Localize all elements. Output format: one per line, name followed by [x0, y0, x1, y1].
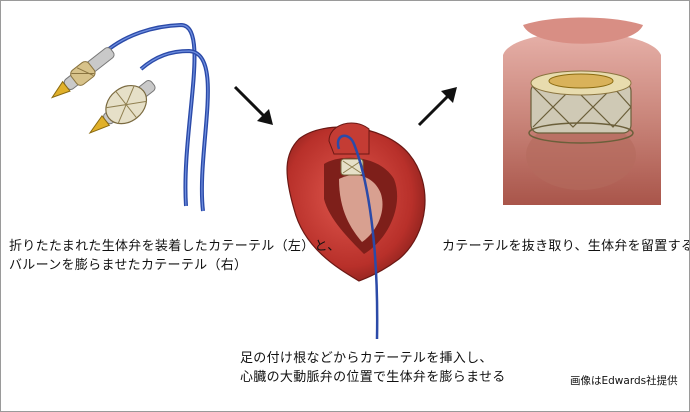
image-credit: 画像はEdwards社提供: [570, 375, 678, 387]
heart-cross-section: [286, 122, 426, 339]
caption-catheters-line1: 折りたたまれた生体弁を装着したカテーテル（左）と、: [9, 239, 341, 254]
arrow-up-right: [417, 87, 457, 127]
arrow-down-right: [233, 85, 273, 125]
caption-catheters-line2: バルーンを膨らませたカテーテル（右）: [9, 258, 248, 273]
caption-result: カテーテルを抜き取り、生体弁を留置する: [442, 239, 690, 254]
caption-insert-line2: 心臓の大動脈弁の位置で生体弁を膨らませる: [240, 370, 506, 385]
implanted-valve: [503, 17, 661, 205]
catheter-illustration: [50, 22, 210, 212]
caption-insert-line1: 足の付け根などからカテーテルを挿入し、: [240, 351, 493, 366]
